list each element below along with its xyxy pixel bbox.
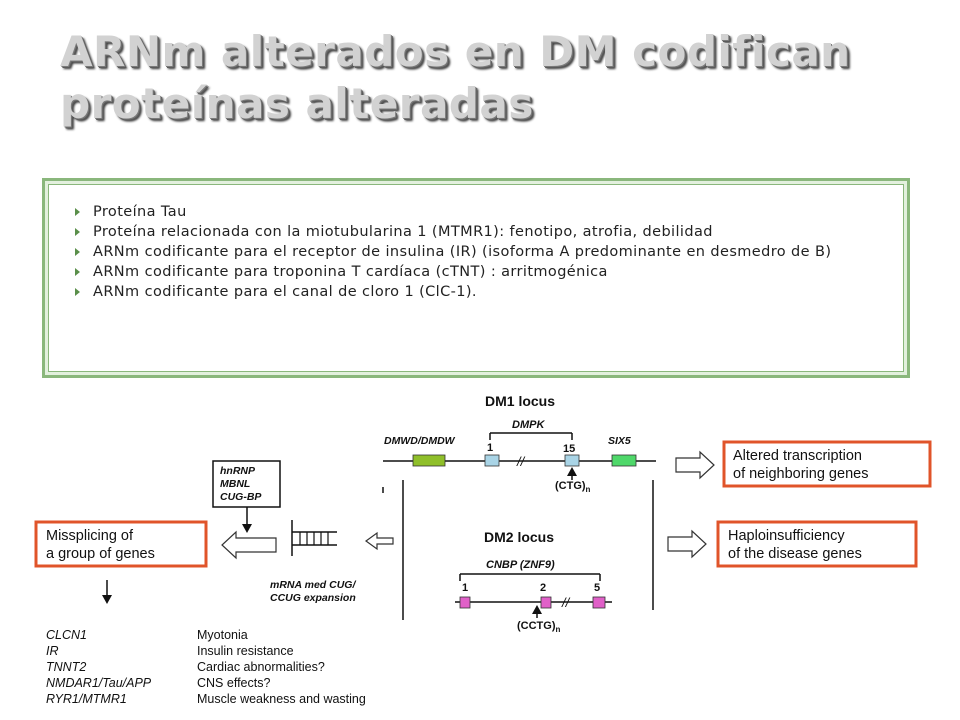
bullet-item: Proteína Tau <box>73 205 885 219</box>
slide-title: ARNm alterados en DM codifican proteínas… <box>60 27 851 128</box>
effect-description: Insulin resistance <box>197 644 294 658</box>
ctg-arrow-icon <box>567 467 577 476</box>
arrow-to-altered-icon <box>675 450 715 480</box>
arrow-to-hairpin-icon <box>364 531 394 551</box>
bullet-text: ARNm codificante para troponina T cardía… <box>93 264 608 280</box>
bullet-box: Proteína Tau Proteína relacionada con la… <box>42 178 910 378</box>
arrow-to-haplo-icon <box>667 529 707 559</box>
missplicing-line-2: a group of genes <box>46 546 155 562</box>
mrna-label-line-2: CCUG expansion <box>270 592 356 604</box>
effect-gene: RYR1/MTMR1 <box>46 692 127 706</box>
bullet-text: ARNm codificante para el receptor de ins… <box>93 244 832 260</box>
dmwd-label: DMWD/DMDW <box>384 435 456 447</box>
haplo-line-2: of the disease genes <box>728 546 862 562</box>
dm2-break-mark: // <box>561 595 571 610</box>
bullet-item: ARNm codificante para troponina T cardía… <box>73 265 885 279</box>
dmpk-label: DMPK <box>512 419 545 431</box>
dm2-exon-1 <box>459 596 471 609</box>
missplicing-line-1: Missplicing of <box>46 528 134 544</box>
bullet-text: Proteína Tau <box>93 204 187 220</box>
dm2-exon-2-label: 2 <box>540 582 546 594</box>
protein-cugbp: CUG-BP <box>220 491 262 503</box>
protein-mbnl: MBNL <box>220 478 250 490</box>
cctg-arrow-icon <box>532 605 542 614</box>
bullet-arrow-icon <box>75 268 80 276</box>
haploinsufficiency-box <box>716 520 918 568</box>
arrow-to-missplicing-icon <box>221 530 277 560</box>
bullet-arrow-icon <box>75 248 80 256</box>
altered-line-1: Altered transcription <box>733 448 862 464</box>
dm1-exon-15-label: 15 <box>563 443 575 455</box>
altered-transcription-box <box>722 440 932 488</box>
mrna-hairpin-icon <box>291 520 337 556</box>
bullet-item: Proteína relacionada con la miotubularin… <box>73 225 885 239</box>
ctg-repeat-subscript: n <box>586 485 591 494</box>
effect-gene: NMDAR1/Tau/APP <box>46 676 152 690</box>
cctg-repeat-label: (CCTG)n <box>517 620 561 634</box>
bullet-arrow-icon <box>75 208 80 216</box>
protein-hnrnp: hnRNP <box>220 465 256 477</box>
haplo-line-1: Haploinsufficiency <box>728 528 845 544</box>
effect-description: Cardiac abnormalities? <box>197 660 325 674</box>
bullet-text: ARNm codificante para el canal de cloro … <box>93 284 477 300</box>
effect-description: Myotonia <box>197 628 248 642</box>
six5-label: SIX5 <box>608 435 631 447</box>
mrna-label-line-1: mRNA med CUG/ <box>270 579 356 591</box>
proteins-down-arrow-icon <box>242 524 252 533</box>
six5-exon <box>611 454 637 467</box>
ctg-repeat-label: (CTG)n <box>555 480 591 494</box>
missplicing-down-arrow-icon <box>102 595 112 604</box>
dm1-break-mark: // <box>516 454 526 469</box>
effect-description: Muscle weakness and wasting <box>197 692 366 706</box>
effect-gene: CLCN1 <box>46 628 87 642</box>
bullet-text: Proteína relacionada con la miotubularin… <box>93 224 713 240</box>
dm2-exon-1-label: 1 <box>462 582 468 594</box>
dm2-exon-5 <box>592 596 606 609</box>
bullet-arrow-icon <box>75 228 80 236</box>
bullet-arrow-icon <box>75 288 80 296</box>
dm2-title: DM2 locus <box>484 529 554 545</box>
dmpk-exon-15 <box>564 454 580 467</box>
dm1-exon-1-label: 1 <box>487 442 493 454</box>
dm1-title: DM1 locus <box>485 393 555 409</box>
bullet-item: ARNm codificante para el receptor de ins… <box>73 245 885 259</box>
effect-gene: IR <box>46 644 59 658</box>
cctg-repeat-subscript: n <box>556 625 561 634</box>
altered-line-2: of neighboring genes <box>733 466 868 482</box>
dm2-exon-2 <box>540 596 552 609</box>
dmwd-exon <box>412 454 446 467</box>
dm2-exon-5-label: 5 <box>594 582 600 594</box>
dm-mechanism-diagram: DM1 locus DMPK DMWD/DMDW SIX5 1 15 // (C… <box>34 393 932 706</box>
dmpk-exon-1 <box>484 454 500 467</box>
effects-table: CLCN1 Myotonia IR Insulin resistance TNN… <box>46 628 366 706</box>
bullet-list: Proteína Tau Proteína relacionada con la… <box>45 181 907 299</box>
effect-gene: TNNT2 <box>46 660 86 674</box>
effect-description: CNS effects? <box>197 676 270 690</box>
ctg-repeat-text: (CTG) <box>555 480 586 492</box>
cctg-repeat-text: (CCTG) <box>517 620 556 632</box>
missplicing-box <box>34 520 208 568</box>
cnbp-label: CNBP (ZNF9) <box>486 559 555 571</box>
proteins-box <box>212 460 281 508</box>
bullet-item: ARNm codificante para el canal de cloro … <box>73 285 885 299</box>
